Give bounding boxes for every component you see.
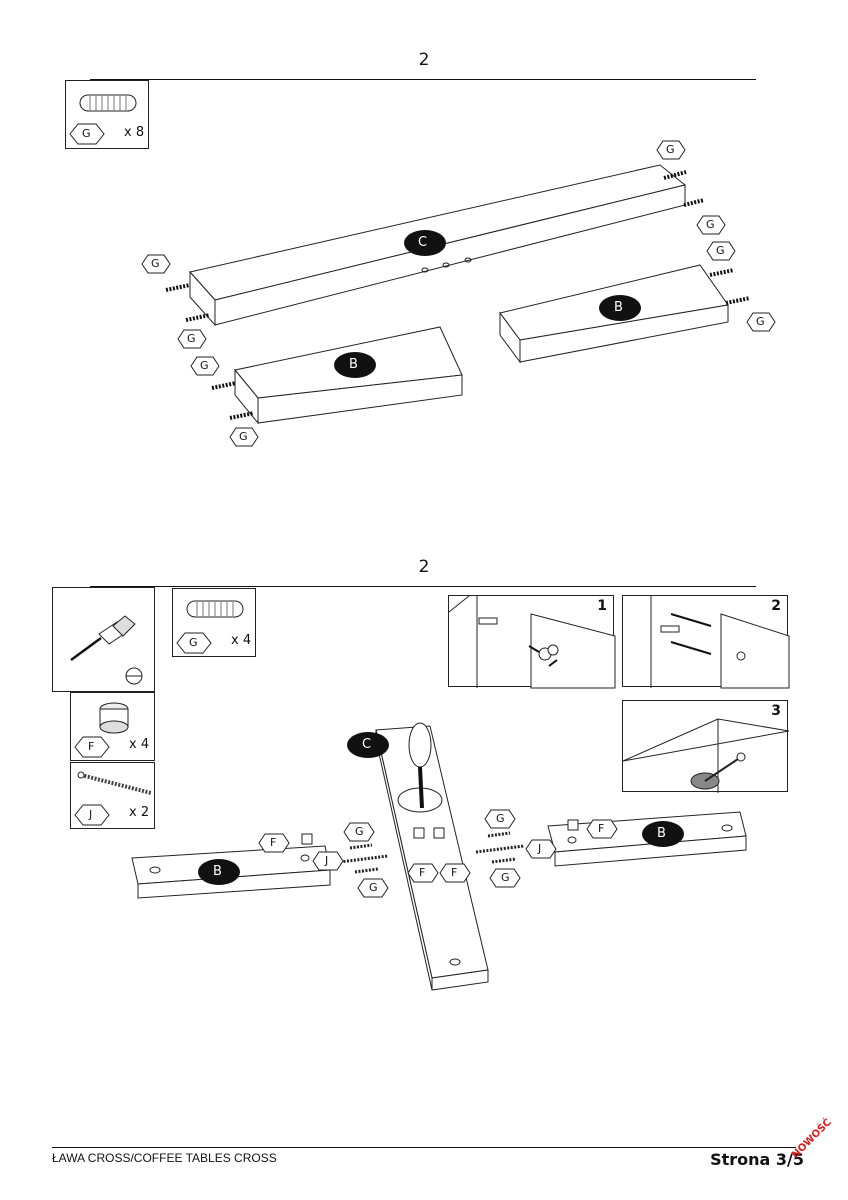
part-box-bolt: J x 2 — [70, 762, 155, 829]
new-badge: NOWOŚĆ — [790, 1116, 834, 1161]
screwdriver-icon — [70, 615, 143, 685]
cam-label: F — [270, 836, 277, 849]
detail-number: 1 — [597, 598, 607, 614]
dowel-label: G — [187, 332, 196, 345]
dowel-label: G — [151, 257, 160, 270]
dowel-label: G — [716, 244, 725, 257]
step-number-2: 2 — [418, 557, 430, 577]
cam-label: F — [419, 866, 426, 879]
detail-box-2: 2 — [622, 595, 790, 689]
dowel-label: G — [369, 881, 378, 894]
dowel-label: G — [706, 218, 715, 231]
dowel-label: G — [355, 825, 364, 838]
dowel-label: G — [239, 430, 248, 443]
cam-lock-icon — [74, 702, 129, 758]
cam-label: F — [598, 822, 605, 835]
detail-number: 3 — [771, 703, 781, 719]
part-box-cam: F x 4 — [70, 692, 155, 761]
panel-label-b: B — [614, 300, 623, 315]
tool-box-screwdriver — [52, 587, 155, 692]
step2-assembly-diagram — [131, 722, 747, 991]
page-number: Strona 3/5 — [710, 1150, 804, 1169]
part-box-dowel: G x 4 — [172, 588, 256, 657]
panel-label-b: B — [349, 357, 358, 372]
part-label-g: G — [189, 636, 198, 649]
bolt-label: J — [325, 854, 329, 867]
panel-label-c: C — [418, 235, 428, 250]
part-qty: x 2 — [129, 805, 150, 820]
part-label-j: J — [89, 808, 93, 821]
dowel-label: G — [501, 871, 510, 884]
dowel-label: G — [756, 315, 765, 328]
detail-box-3: 3 — [622, 700, 790, 793]
step1-diagram — [141, 140, 776, 447]
part-qty: x 8 — [124, 125, 145, 140]
panel-label-b: B — [213, 864, 222, 879]
step-number-1: 2 — [418, 50, 430, 70]
footer-title: ŁAWA CROSS/COFFEE TABLES CROSS — [52, 1151, 277, 1165]
panel-label-b: B — [657, 826, 666, 841]
panel-label-c: C — [362, 737, 372, 752]
dowel-label: G — [496, 812, 505, 825]
dowel-icon — [176, 600, 244, 654]
part-label-g: G — [82, 127, 91, 140]
step-divider-1 — [90, 79, 756, 80]
detail-box-1: 1 — [448, 595, 616, 689]
footer-divider — [52, 1147, 796, 1148]
part-qty: x 4 — [231, 633, 252, 648]
dowel-icon — [69, 94, 137, 145]
bolt-label: J — [538, 842, 542, 855]
dowel-label: G — [666, 143, 675, 156]
cam-label: F — [451, 866, 458, 879]
connector-bolt-icon — [74, 771, 152, 826]
step-divider-2 — [90, 586, 756, 587]
part-label-f: F — [88, 740, 95, 753]
part-qty: x 4 — [129, 737, 150, 752]
part-box-dowel: G x 8 — [65, 80, 149, 149]
detail-number: 2 — [771, 598, 781, 614]
dowel-label: G — [200, 359, 209, 372]
